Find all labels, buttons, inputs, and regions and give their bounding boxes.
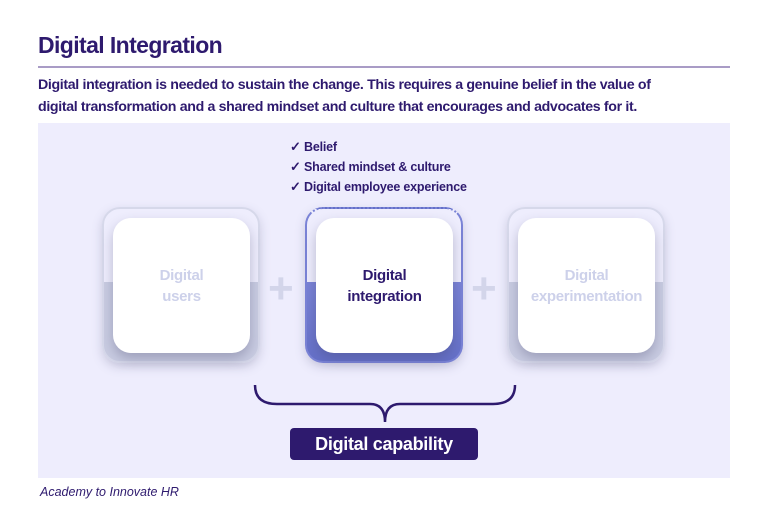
card-digital-integration: Digital integration — [316, 218, 453, 353]
checklist: ✓Belief ✓Shared mindset & culture ✓Digit… — [290, 137, 467, 197]
intro-line: Digital integration is needed to sustain… — [38, 77, 651, 93]
page-title: Digital Integration — [38, 32, 223, 58]
card-label: experimentation — [530, 287, 643, 305]
card-digital-experimentation: Digital experimentation — [518, 218, 655, 353]
card-label: users — [162, 287, 201, 305]
footer-source: Academy to Innovate HR — [40, 485, 179, 499]
plus-icon: + — [471, 264, 497, 313]
check-icon: ✓ — [290, 179, 301, 194]
checklist-item: ✓Belief — [290, 137, 467, 157]
card-label: Digital — [564, 266, 609, 284]
checklist-label: Belief — [304, 140, 337, 154]
card-label: integration — [347, 287, 422, 305]
digital-capability-label: Digital capability — [290, 428, 478, 460]
intro-line: digital transformation and a shared mind… — [38, 99, 637, 115]
plus-icon: + — [268, 264, 294, 313]
checklist-label: Shared mindset & culture — [304, 160, 451, 174]
checklist-item: ✓Shared mindset & culture — [290, 157, 467, 177]
title-divider — [38, 66, 730, 68]
checklist-item: ✓Digital employee experience — [290, 177, 467, 197]
check-icon: ✓ — [290, 159, 301, 174]
checklist-label: Digital employee experience — [304, 180, 467, 194]
curly-brace-icon — [253, 384, 517, 423]
card-label: Digital — [159, 266, 204, 284]
card-label: Digital — [362, 266, 407, 284]
card-digital-users: Digital users — [113, 218, 250, 353]
check-icon: ✓ — [290, 139, 301, 154]
intro-text: Digital integration is needed to sustain… — [38, 74, 738, 118]
